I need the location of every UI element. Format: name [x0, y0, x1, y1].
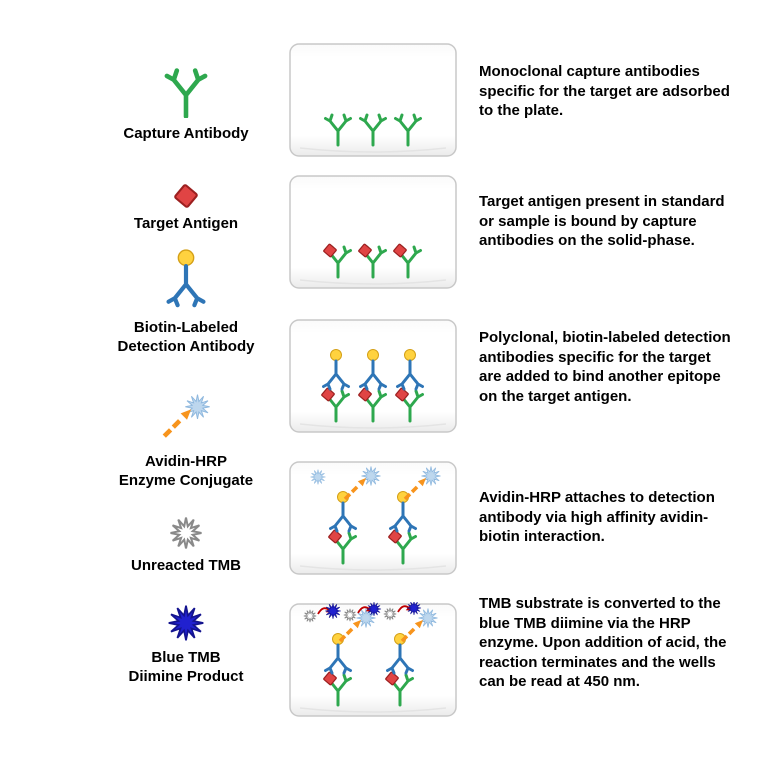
- legend-label-blue-tmb: Blue TMB Diimine Product: [128, 649, 244, 685]
- legend-label-avidin-hrp: Avidin-HRP Enzyme Conjugate: [118, 453, 254, 489]
- well-step-2: [288, 174, 458, 292]
- unreacted-tmb-icon: [169, 516, 203, 550]
- avidin-hrp-icon: [159, 394, 213, 440]
- legend-label-detection-antibody: Biotin-Labeled Detection Antibody: [117, 319, 255, 355]
- capture-antibody-icon: [163, 66, 209, 118]
- target-antigen-icon: [173, 183, 199, 209]
- detection-antibody-icon: [165, 248, 207, 308]
- step-description-2: Target antigen present in standard or sa…: [479, 193, 725, 249]
- step-description-5: TMB substrate is converted to the blue T…: [479, 595, 727, 690]
- step-description-4: Avidin-HRP attaches to detection antibod…: [479, 489, 715, 545]
- legend-label-capture-antibody: Capture Antibody: [123, 125, 249, 142]
- well-step-1: [288, 42, 458, 160]
- well-outline: [289, 175, 457, 289]
- step-description-1: Monoclonal capture antibodies specific f…: [479, 63, 730, 119]
- legend-label-unreacted-tmb: Unreacted TMB: [130, 557, 242, 574]
- well-outline: [289, 603, 457, 717]
- well-step-4: [288, 460, 458, 578]
- legend-label-target-antigen: Target Antigen: [133, 215, 239, 232]
- blue-tmb-icon: [167, 604, 205, 642]
- well-outline: [289, 43, 457, 157]
- well-step-5: [288, 600, 458, 720]
- step-description-3: Polyclonal, biotin-labeled detection ant…: [479, 329, 731, 405]
- well-step-3: [288, 318, 458, 436]
